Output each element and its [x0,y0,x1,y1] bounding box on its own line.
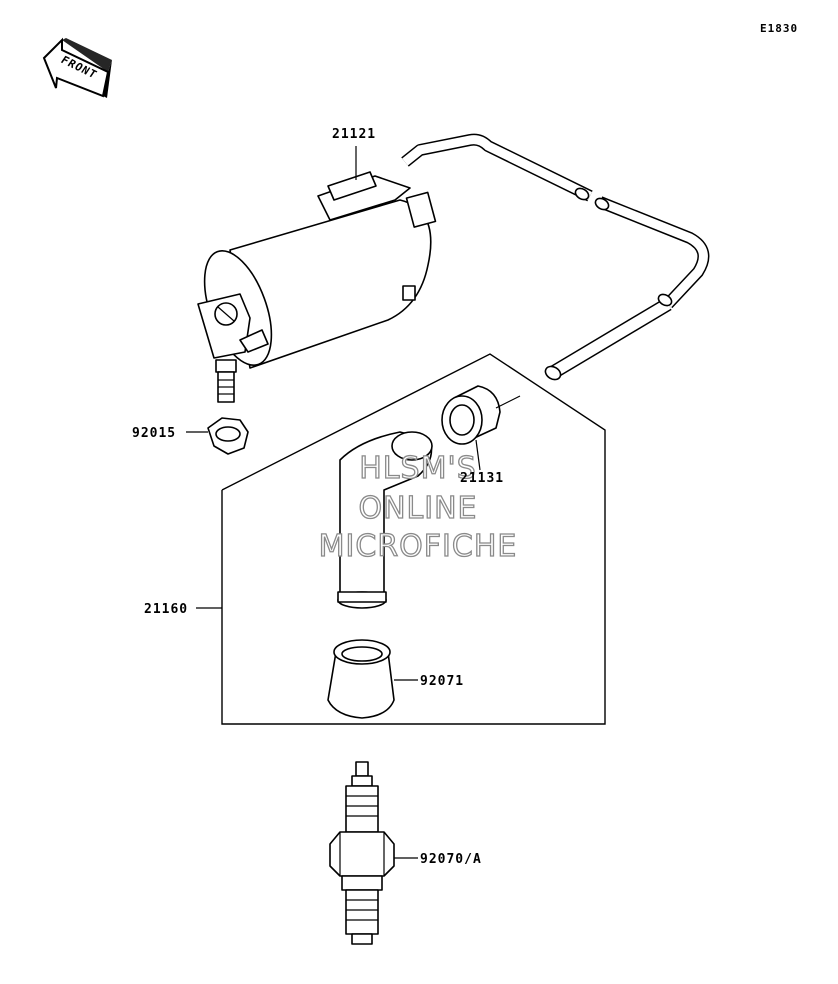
boot-92071 [327,639,395,719]
leader-lines [186,146,481,859]
watermark-line1: HLSM'S [359,451,477,486]
part-label-92071[interactable]: 92071 [420,674,464,689]
watermark: HLSM'S ONLINE MICROFICHE [318,450,518,564]
plug-cap-21160 [337,431,433,609]
assembly-boundary [221,353,606,725]
diagram-code: E1830 [760,22,798,35]
front-arrow-icon: FRONT [42,37,112,98]
part-label-92070a[interactable]: 92070/A [420,852,482,867]
watermark-line2: ONLINE [358,491,477,526]
spark-plug-92070a [329,761,395,945]
ignition-coil [197,133,710,403]
part-label-21131[interactable]: 21131 [460,471,504,486]
cap-21131 [441,385,521,445]
part-label-92015[interactable]: 92015 [132,426,176,441]
nut-92015 [207,417,249,455]
watermark-line3: MICROFICHE [319,529,518,564]
part-label-21160[interactable]: 21160 [144,602,188,617]
part-label-21121[interactable]: 21121 [332,127,376,142]
